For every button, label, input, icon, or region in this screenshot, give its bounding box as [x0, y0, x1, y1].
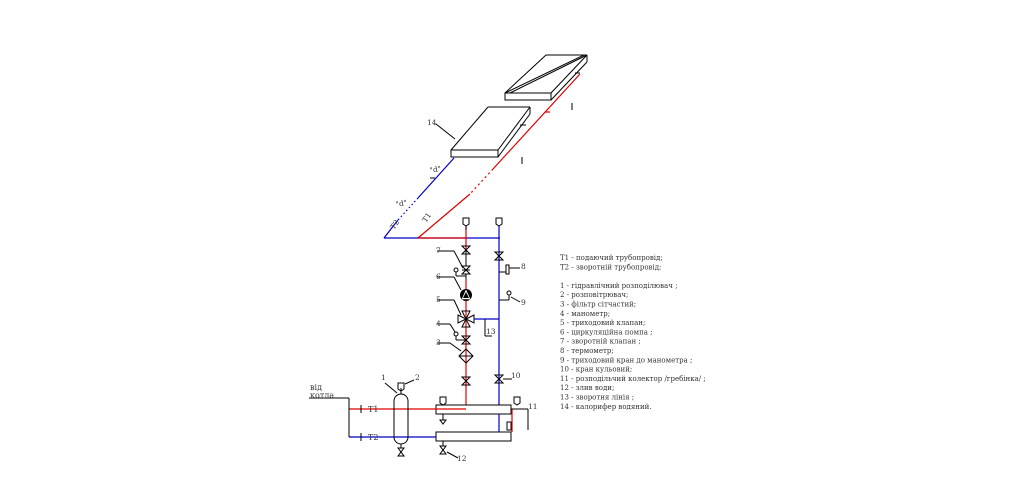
legend-item: 12 - злив води;	[560, 384, 614, 392]
legend-item: 4 - манометр;	[560, 310, 610, 318]
t2-label: T2	[368, 433, 378, 442]
ball-valve-return-top	[493, 251, 505, 261]
manometer-cock-9	[499, 290, 512, 301]
from-boiler-label-2: котла	[310, 391, 334, 400]
legend-item: 13 - зворотня лінія ;	[560, 394, 634, 402]
ball-valve-10	[493, 374, 505, 384]
air-vent-return-top	[495, 217, 503, 227]
legend-item: 11 - розподільчий колектор /гребінка/ ;	[560, 375, 706, 383]
callout-6: 6	[436, 272, 441, 281]
air-heater-upper	[504, 54, 588, 101]
legend-item: 6 - циркуляційна помпа ;	[560, 328, 653, 336]
from-boiler-label-1: від	[310, 383, 322, 392]
callout-14: 14	[427, 118, 437, 127]
drain-valve-12	[439, 441, 447, 455]
ball-valve-supply	[460, 376, 472, 386]
callout-4: 4	[436, 319, 441, 328]
manometer-4	[453, 331, 472, 345]
strainer-filter-3	[458, 348, 474, 364]
manifold-return	[435, 431, 512, 442]
legend-item: 14 - калорифер водяний.	[560, 403, 652, 411]
supply-line-dotted	[469, 168, 494, 195]
manometer-small	[453, 267, 466, 277]
legend-item: 10 - кран кульовий;	[560, 366, 632, 374]
legend-item: 9 - триходовий кран до манометра ;	[560, 356, 692, 364]
callout-1: 1	[381, 373, 386, 382]
callout-13: 13	[486, 327, 496, 336]
air-vent-manifold-left	[439, 396, 447, 425]
callout-5: 5	[436, 295, 441, 304]
legend-item: 1 - гідравлічний розподілювач ;	[560, 282, 677, 290]
callout-10: 10	[511, 371, 521, 380]
legend: T1 - подаючий трубопровід;T2 - зворотній…	[560, 254, 706, 411]
legend-item: 7 - зворотній клапан ;	[560, 338, 641, 346]
callout-3: 3	[436, 338, 441, 347]
thermometer-8	[499, 264, 510, 275]
callout-8: 8	[521, 262, 526, 271]
air-vent-supply-top	[462, 217, 470, 230]
check-valve-7	[460, 252, 472, 280]
air-vent-separator	[397, 382, 405, 392]
callout-12: 12	[457, 454, 467, 463]
callout-2: 2	[415, 373, 420, 382]
d-label-lower: "d"	[395, 198, 408, 209]
d-label-upper: "d"	[429, 164, 442, 175]
return-line-upper	[417, 157, 455, 199]
legend-item: T2 - зворотній трубопровід;	[560, 263, 661, 271]
air-heater-lower	[450, 106, 531, 158]
legend-item: 2 - розповітрювач;	[560, 291, 628, 299]
callout-11: 11	[528, 402, 538, 411]
t1-diagonal-label: T1	[420, 211, 433, 224]
supply-line-lower	[417, 193, 471, 239]
legend-item: 3 - фільтр сітчастий;	[560, 301, 636, 309]
legend-item: T1 - подаючий трубопровід;	[560, 254, 663, 262]
circulation-pump-6	[460, 289, 472, 301]
air-vent-manifold-right	[506, 396, 521, 431]
supply-line-upper	[492, 73, 581, 170]
legend-item: 5 - триходовий клапан;	[560, 319, 645, 327]
return-line-dotted	[397, 197, 419, 221]
callout-7: 7	[436, 246, 441, 255]
separator-drain	[397, 444, 405, 457]
legend-item: 8 - термометр;	[560, 347, 614, 355]
t1-label: T1	[368, 405, 378, 414]
callout-9: 9	[521, 298, 526, 307]
return-line-lower	[383, 219, 399, 239]
